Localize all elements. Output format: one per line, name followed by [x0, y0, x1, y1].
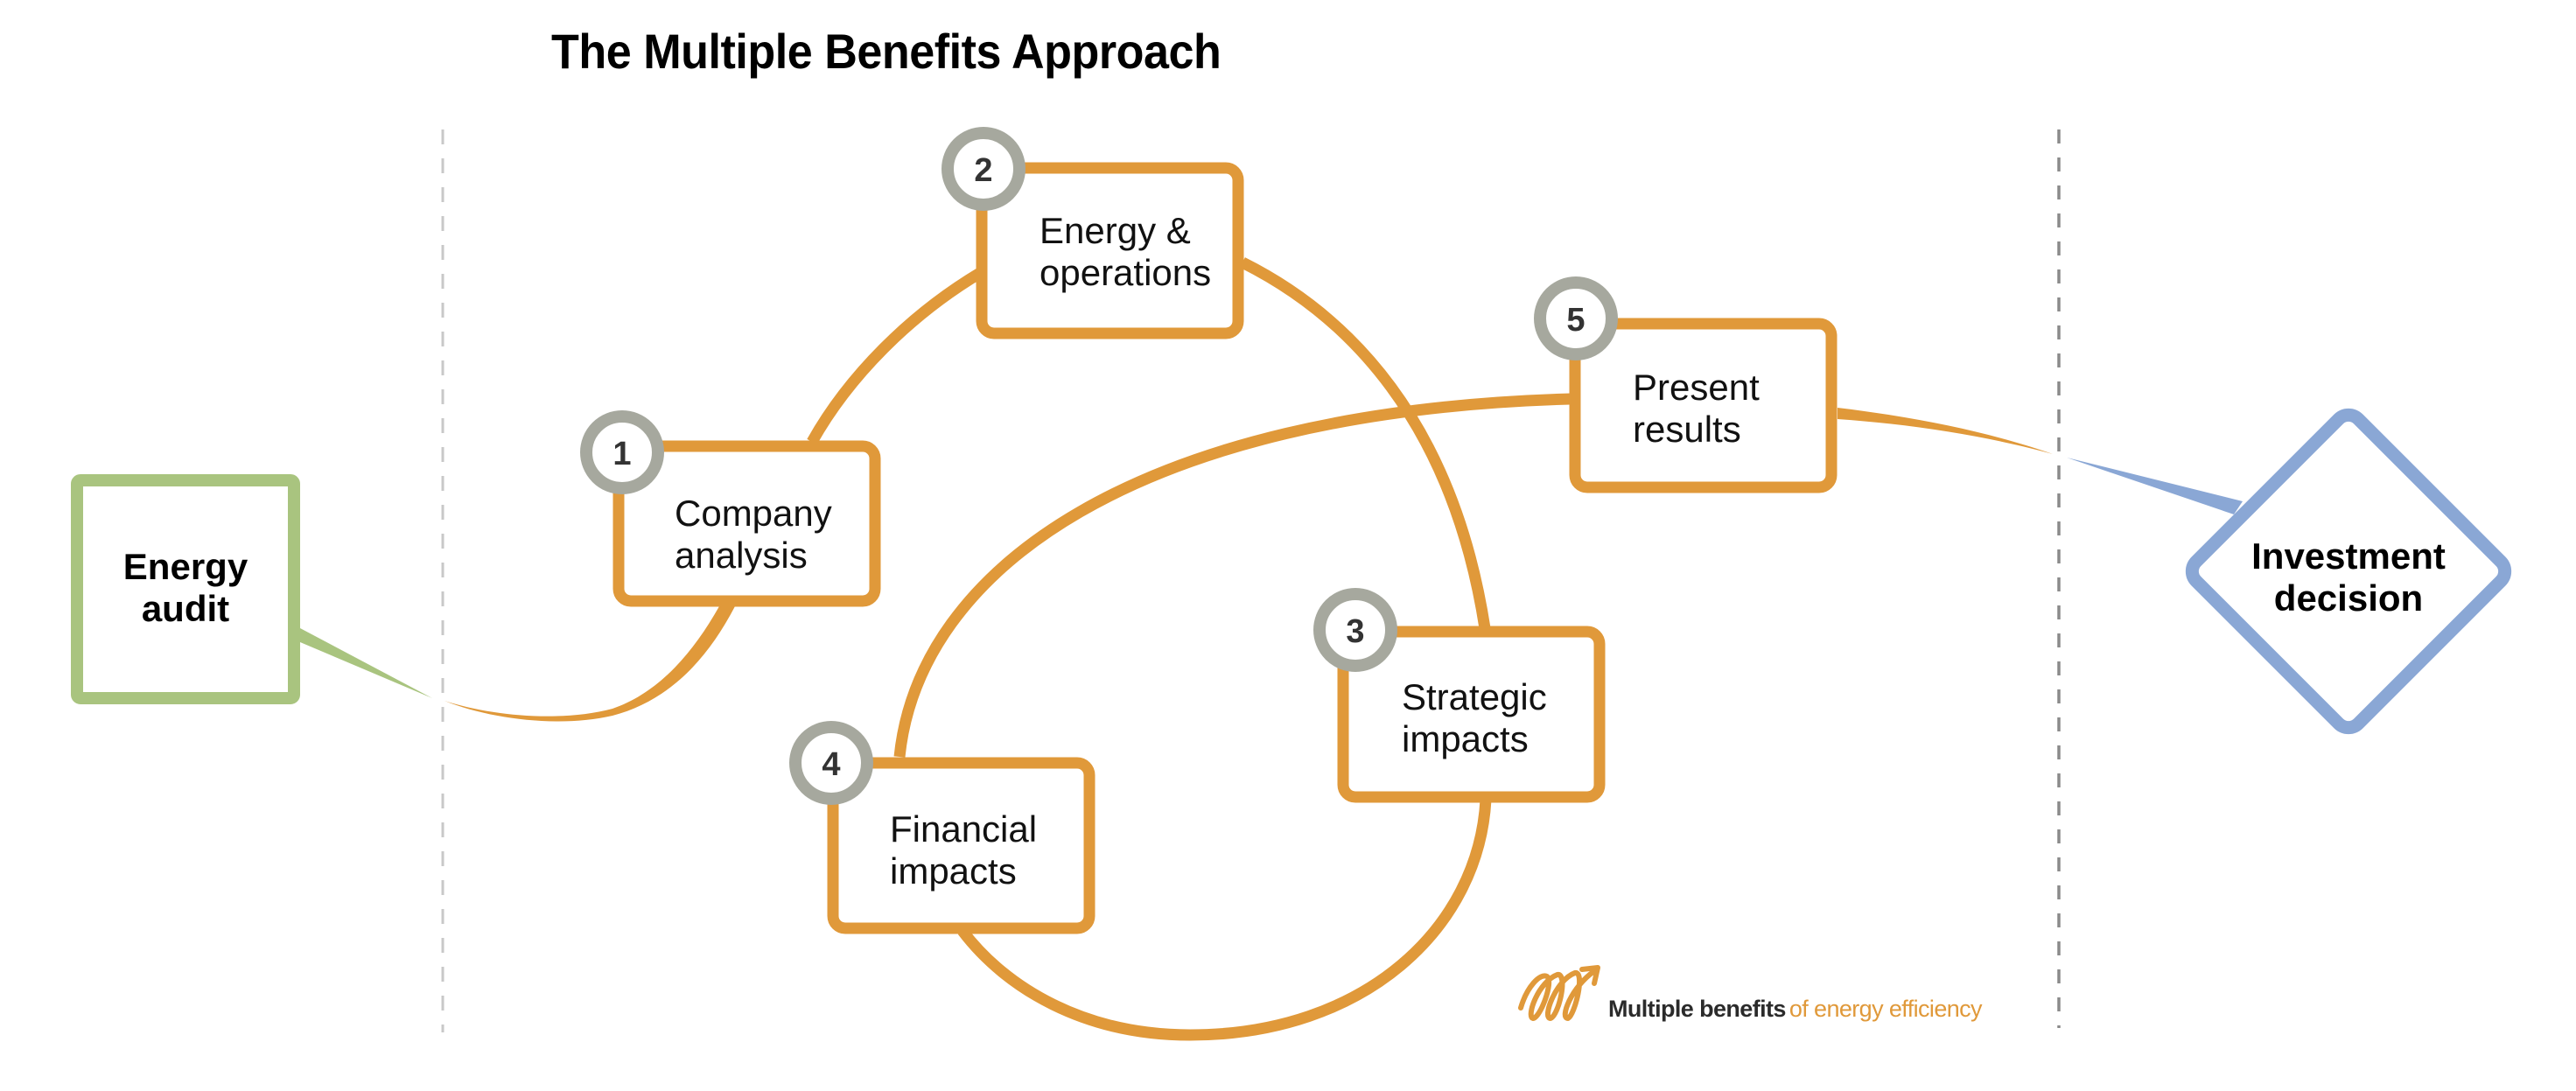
connector-divider-to-decision: [2067, 458, 2243, 514]
energy-audit-label: Energy audit: [122, 546, 248, 629]
step3-number: 3: [1346, 613, 1364, 650]
step2-number: 2: [974, 152, 992, 189]
step1-badge: 1: [580, 410, 664, 494]
step2-box[interactable]: [976, 162, 1244, 339]
step5-box[interactable]: [1569, 318, 1838, 493]
step2-label: Energy & operations: [1040, 210, 1212, 293]
spiral-arrow-icon: [1518, 965, 1600, 1021]
step5-badge: 5: [1534, 276, 1618, 360]
step3-label: Strategic impacts: [1402, 676, 1547, 759]
connector-divider-to-step1: [444, 606, 735, 722]
step2-badge: 2: [942, 127, 1026, 211]
step4-number: 4: [822, 746, 840, 783]
step3-box[interactable]: [1337, 626, 1606, 803]
connector-step5-to-divider: [1838, 408, 2053, 454]
curve-step2-to-step3: [1240, 257, 1491, 630]
logo-text-secondary: of energy efficiency: [1788, 996, 1983, 1022]
step4-box[interactable]: [827, 757, 1096, 934]
step5-label: Present results: [1633, 367, 1760, 450]
curve-step3-to-step4: [957, 799, 1492, 1041]
curve-step4-to-step5: [893, 393, 1572, 758]
step1-label: Company analysis: [675, 493, 832, 576]
energy-audit-box[interactable]: [71, 474, 300, 704]
step4-badge: 4: [789, 721, 873, 805]
logo-text-primary: Multiple benefits: [1608, 996, 1786, 1022]
step1-number: 1: [612, 436, 631, 472]
connector-audit-to-divider: [300, 628, 432, 698]
investment-decision-diamond[interactable]: [2185, 408, 2512, 735]
step4-label: Financial impacts: [890, 808, 1038, 892]
step1-box[interactable]: [612, 440, 881, 607]
page-title: The Multiple Benefits Approach: [551, 24, 1222, 79]
step5-number: 5: [1566, 302, 1585, 339]
investment-decision-label: Investment decision: [2251, 535, 2446, 619]
curve-step1-to-step2: [807, 268, 984, 445]
step3-badge: 3: [1313, 588, 1397, 672]
